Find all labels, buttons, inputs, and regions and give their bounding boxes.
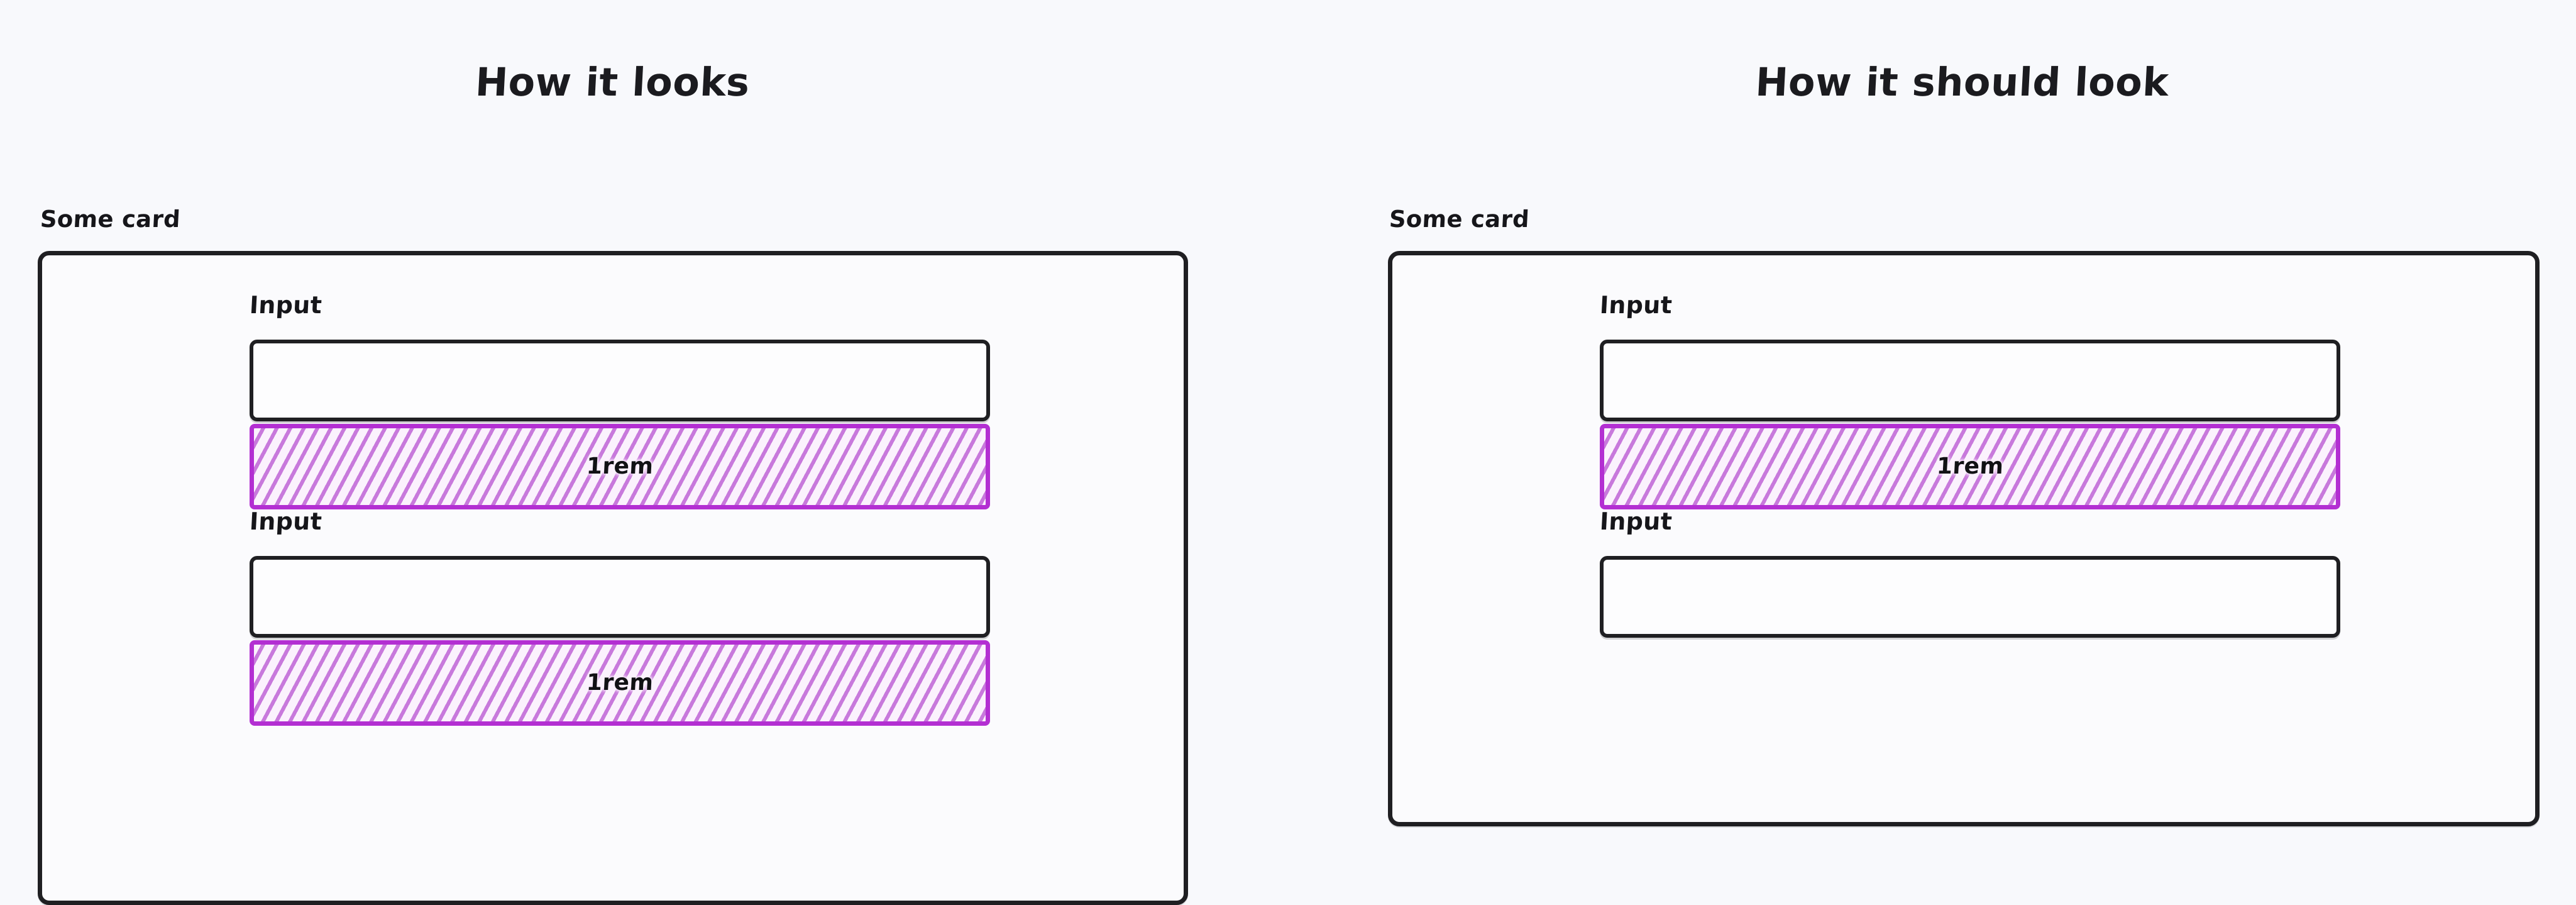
field-label-left-1: Input xyxy=(248,291,323,319)
field-label-right-1: Input xyxy=(1599,291,1673,319)
panel-how-it-looks: How it looks Some card Input 1rem Input xyxy=(0,0,1227,905)
panel-how-it-should-look: How it should look Some card Input 1rem … xyxy=(1350,0,2576,826)
margin-overlay-label-right-1: 1rem xyxy=(1935,453,2005,479)
input-left-2[interactable] xyxy=(250,555,990,638)
form-field-right-2: Input xyxy=(1599,507,2340,638)
input-right-2[interactable] xyxy=(1600,555,2340,638)
margin-overlay-left-2: 1rem xyxy=(250,640,990,726)
field-label-right-2: Input xyxy=(1599,507,1673,535)
form-field-right-1: Input 1rem xyxy=(1599,291,2340,509)
field-label-left-2: Input xyxy=(248,507,323,535)
form-field-left-2: Input 1rem xyxy=(248,507,990,726)
panel-title-right: How it should look xyxy=(1754,58,2171,105)
margin-overlay-label-left-2: 1rem xyxy=(585,669,654,696)
form-field-left-1: Input 1rem xyxy=(248,291,990,509)
margin-overlay-left-1: 1rem xyxy=(250,423,990,509)
card-left: Input 1rem Input 1rem xyxy=(38,250,1188,905)
card-label-right: Some card xyxy=(1388,205,1531,233)
card-label-left: Some card xyxy=(39,205,182,233)
field-stack-right: Input 1rem Input xyxy=(1599,291,2340,638)
card-right: Input 1rem Input xyxy=(1388,250,2540,826)
input-right-1[interactable] xyxy=(1600,339,2340,421)
panel-title-left: How it looks xyxy=(474,58,751,105)
margin-overlay-label-left-1: 1rem xyxy=(585,453,654,479)
field-stack-left: Input 1rem Input 1rem xyxy=(248,291,990,726)
input-left-1[interactable] xyxy=(250,339,990,421)
margin-overlay-right-1: 1rem xyxy=(1600,423,2340,509)
